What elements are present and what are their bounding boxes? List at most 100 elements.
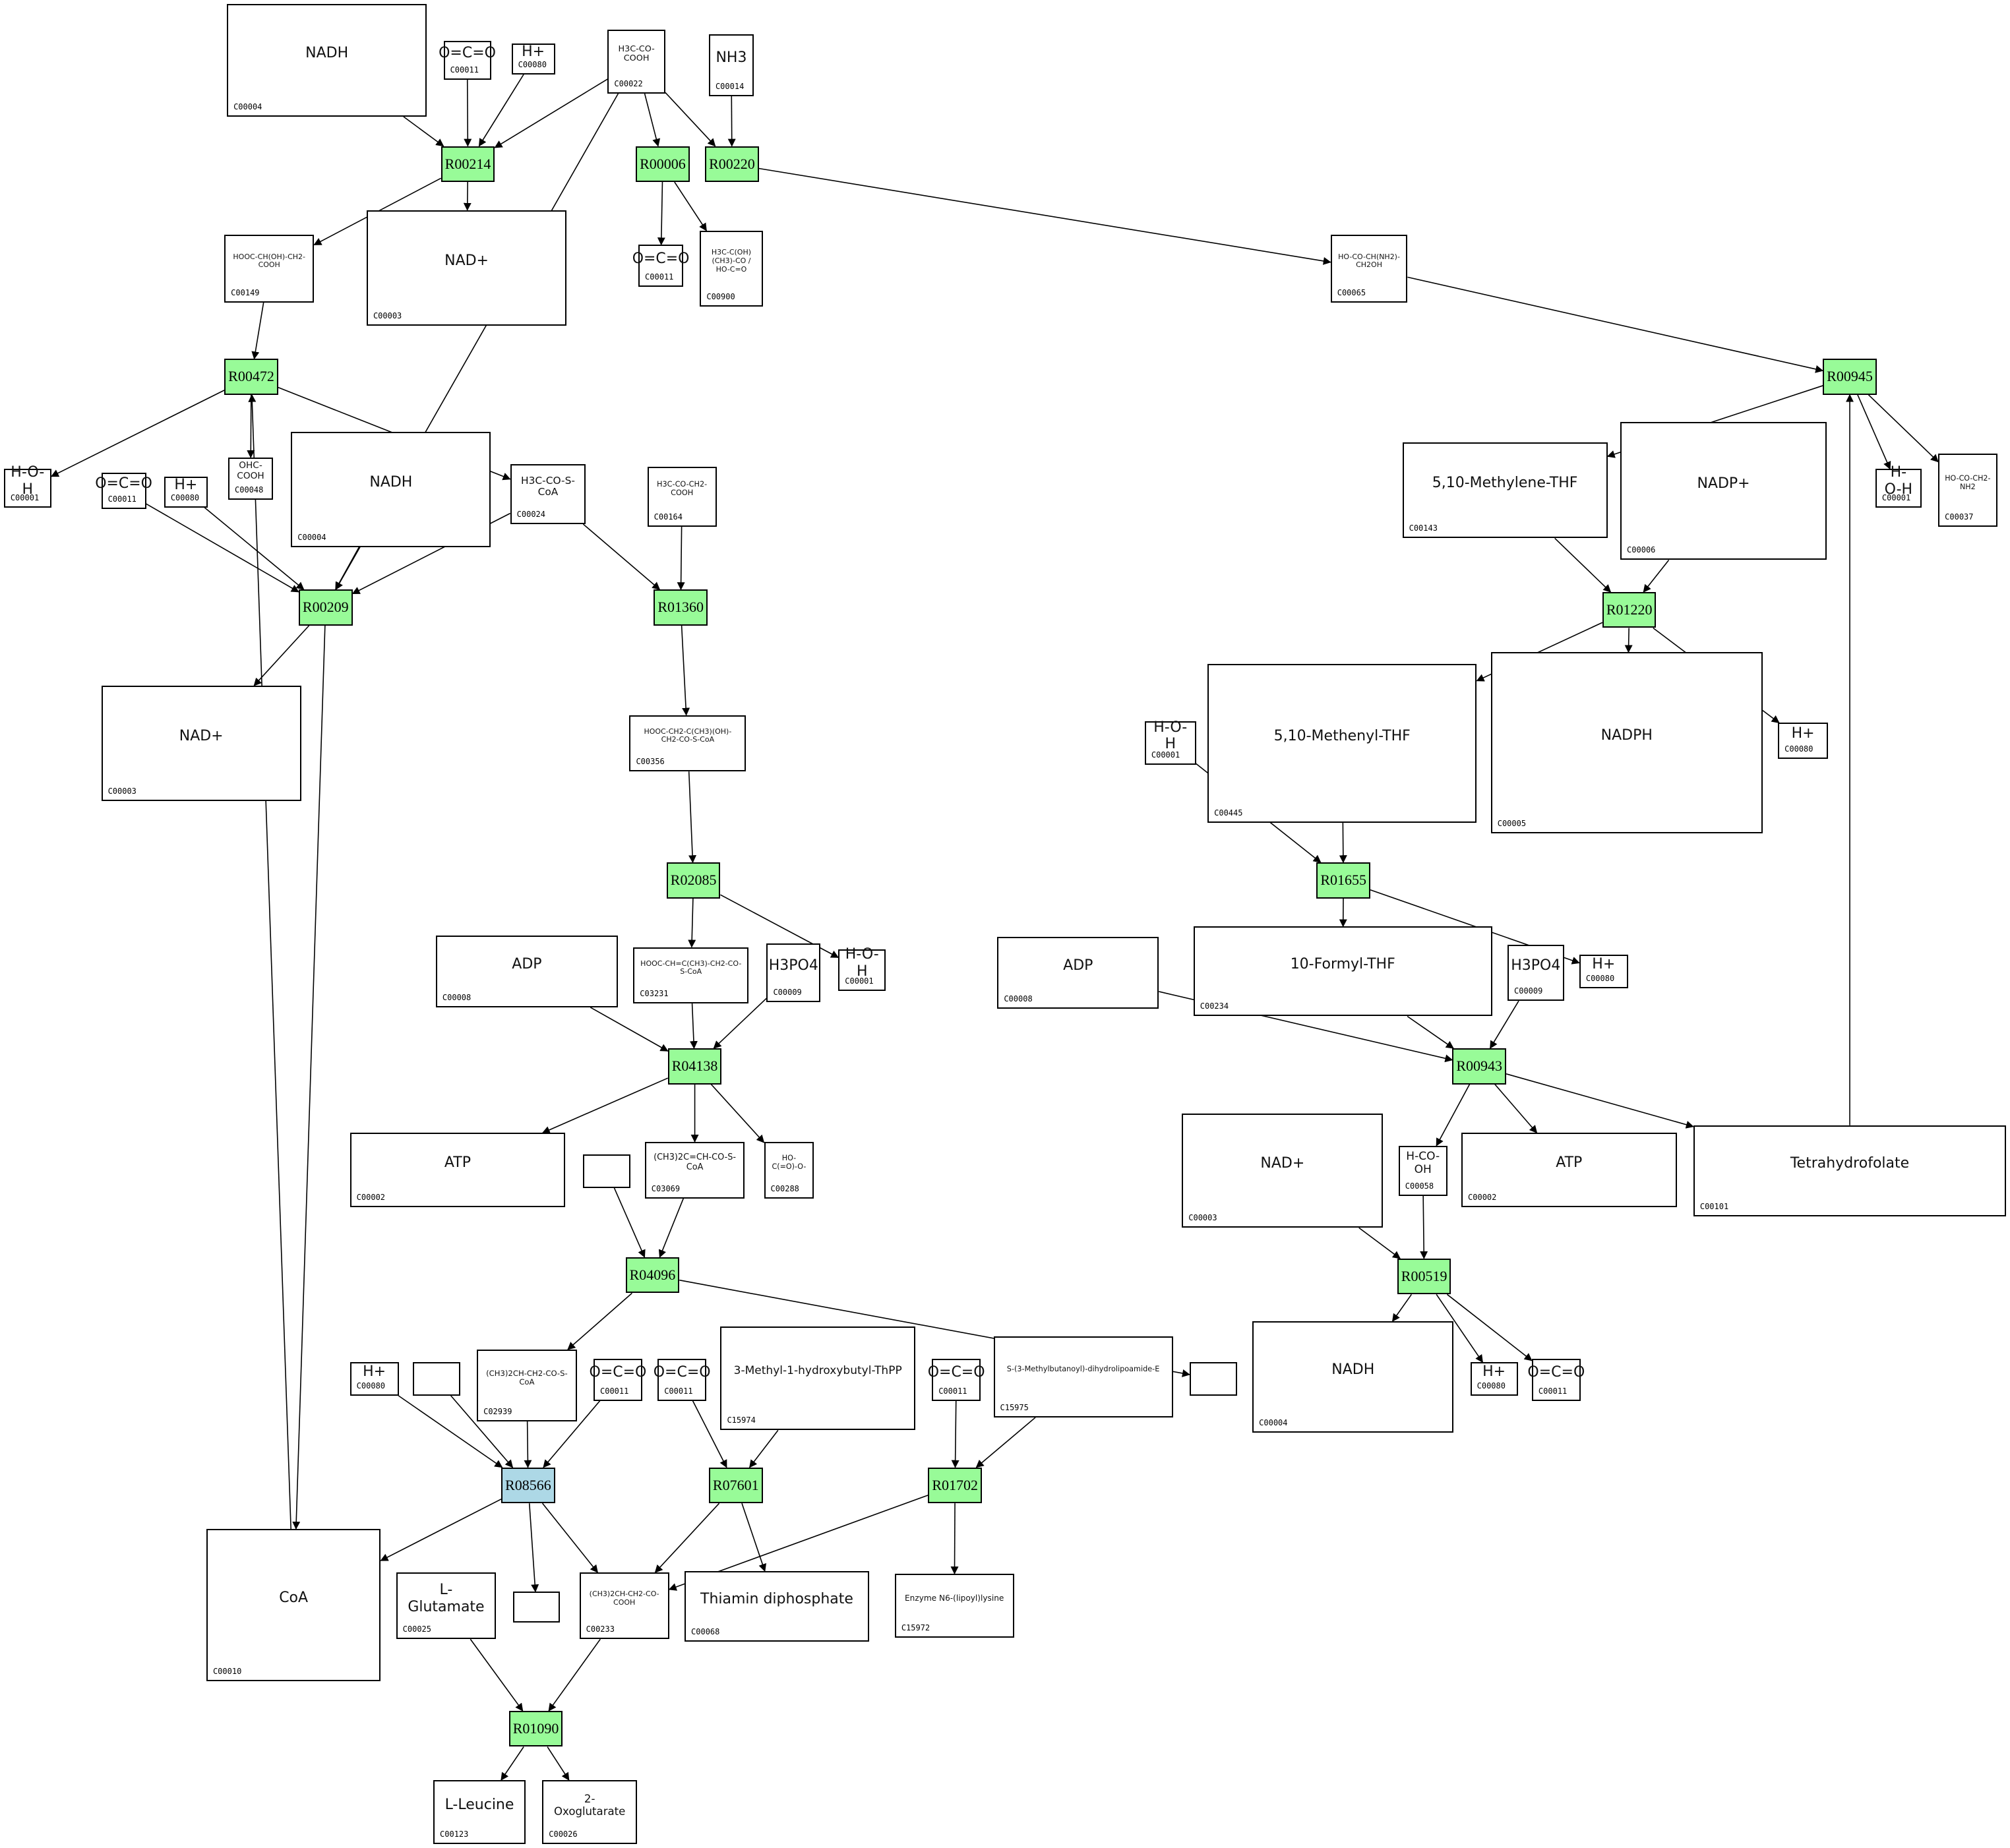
structure-drawing: OHC-COOH [237, 460, 264, 482]
reaction-node-r00214[interactable]: R00214 [441, 146, 495, 183]
compound-node-c00080[interactable]: H+C00080 [1778, 723, 1828, 759]
reaction-node-r08566[interactable]: R08566 [501, 1467, 555, 1504]
reaction-node-r00943[interactable]: R00943 [1452, 1048, 1507, 1085]
compound-id-label: C00005 [1497, 818, 1527, 828]
compound-node-c00288[interactable]: HO-C(=O)-O-C00288 [764, 1141, 814, 1199]
reaction-node-r02085[interactable]: R02085 [666, 862, 721, 899]
compound-node-c00080[interactable]: H+C00080 [511, 44, 555, 75]
reaction-node-r01090[interactable]: R01090 [508, 1711, 563, 1747]
compound-node-c00003[interactable]: NAD+C00003 [366, 210, 567, 326]
structure-drawing: NADH [1331, 1361, 1375, 1379]
compound-node-empty[interactable] [412, 1362, 460, 1396]
compound-node-c00003[interactable]: NAD+C00003 [101, 685, 301, 801]
reaction-node-r04138[interactable]: R04138 [667, 1048, 722, 1085]
reaction-node-r00945[interactable]: R00945 [1823, 359, 1877, 395]
compound-id-label: C00234 [1200, 1001, 1229, 1011]
edge-R00945-to-n22 [1857, 394, 1891, 470]
compound-node-c00080[interactable]: H+C00080 [1579, 955, 1628, 988]
structure-drawing: 2-Oxoglutarate [553, 1792, 626, 1818]
compound-id-label: C00143 [1409, 523, 1438, 533]
reaction-node-r01220[interactable]: R01220 [1602, 592, 1657, 628]
reaction-node-r01702[interactable]: R01702 [928, 1467, 982, 1504]
compound-node-empty[interactable] [583, 1154, 631, 1188]
reaction-node-r00472[interactable]: R00472 [224, 359, 278, 395]
reaction-node-r00006[interactable]: R00006 [636, 146, 690, 183]
reaction-node-r01360[interactable]: R01360 [654, 589, 708, 626]
edge-R07601-to-n60 [741, 1503, 767, 1572]
reaction-node-r00220[interactable]: R00220 [705, 146, 759, 183]
reaction-label: R01220 [1606, 601, 1653, 618]
compound-node-empty[interactable] [512, 1592, 561, 1623]
structure-drawing: ADP [1063, 957, 1093, 974]
structure-drawing: O=C=O [653, 1363, 711, 1381]
reaction-node-r00519[interactable]: R00519 [1397, 1258, 1451, 1295]
structure-drawing: O=C=O [589, 1363, 647, 1381]
reaction-node-r07601[interactable]: R07601 [708, 1467, 763, 1504]
compound-node-c00080[interactable]: H+C00080 [1470, 1362, 1518, 1396]
reaction-node-r01655[interactable]: R01655 [1316, 862, 1370, 899]
edge-n16-to-R01360 [582, 523, 661, 590]
edge-n40-to-R00519 [1358, 1227, 1401, 1259]
compound-id-label: C00002 [356, 1193, 386, 1203]
compound-node-c00006[interactable]: NADP+C00006 [1620, 421, 1827, 560]
reaction-node-r00209[interactable]: R00209 [298, 589, 353, 626]
compound-id-label: C00356 [636, 757, 665, 767]
edge-n37-to-R04096 [613, 1187, 646, 1258]
structure-drawing: 5,10-Methenyl-THF [1273, 727, 1411, 744]
compound-node-empty[interactable] [1189, 1362, 1237, 1396]
compound-node-c00080[interactable]: H+C00080 [164, 477, 208, 508]
compound-node-c00080[interactable]: H+C00080 [350, 1362, 399, 1396]
compound-id-label: C00003 [373, 311, 402, 320]
reaction-node-r04096[interactable]: R04096 [625, 1257, 680, 1294]
compound-node-c00003[interactable]: NAD+C00003 [1182, 1114, 1384, 1228]
